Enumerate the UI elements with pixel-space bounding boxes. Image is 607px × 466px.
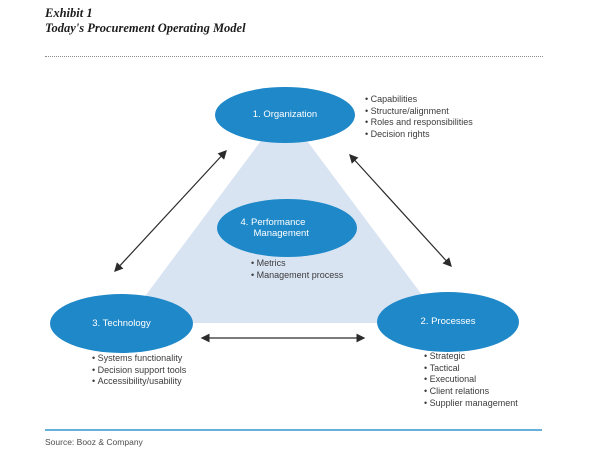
bullet-item: Capabilities (365, 94, 473, 106)
source-note: Source: Booz & Company (45, 437, 143, 447)
bullet-item: Metrics (251, 258, 343, 270)
bullet-list-processes: StrategicTacticalExecutionalClient relat… (424, 351, 518, 410)
exhibit-header: Exhibit 1 Today's Procurement Operating … (45, 6, 545, 36)
node-organization-oval: 1. Organization (215, 87, 355, 143)
node-processes-label: 2. Processes (420, 316, 476, 328)
footer-divider (45, 429, 542, 431)
dotted-divider (45, 56, 543, 57)
exhibit-title: Today's Procurement Operating Model (45, 21, 246, 35)
exhibit-label: Exhibit 1 (45, 6, 93, 20)
bullet-item: Tactical (424, 363, 518, 375)
node-technology-label: 3. Technology (92, 317, 151, 329)
arrow-organization-technology (114, 150, 227, 272)
node-technology-oval: 3. Technology (50, 294, 193, 353)
bullet-item: Client relations (424, 386, 518, 398)
bullet-item: Executional (424, 374, 518, 386)
bullet-list-organization: CapabilitiesStructure/alignmentRoles and… (365, 94, 473, 141)
bullet-item: Systems functionality (92, 353, 186, 365)
bullet-item: Roles and responsibilities (365, 117, 473, 129)
node-performance-label: 4. Performance Management (240, 216, 309, 240)
bullet-item: Strategic (424, 351, 518, 363)
node-processes-oval: 2. Processes (377, 292, 519, 352)
arrow-organization-processes (349, 154, 452, 267)
bullet-item: Decision rights (365, 129, 473, 141)
bullet-item: Accessibility/usability (92, 376, 186, 388)
node-organization-label: 1. Organization (252, 109, 318, 121)
bullet-list-performance: MetricsManagement process (251, 258, 344, 282)
bullet-item: Supplier management (424, 398, 518, 410)
bullet-item: Decision support tools (92, 365, 187, 377)
bullet-item: Structure/alignment (365, 106, 473, 118)
node-performance-oval: 4. Performance Management (217, 199, 357, 257)
bullet-item: Management process (251, 270, 344, 282)
bullet-list-technology: Systems functionalityDecision support to… (92, 353, 187, 388)
